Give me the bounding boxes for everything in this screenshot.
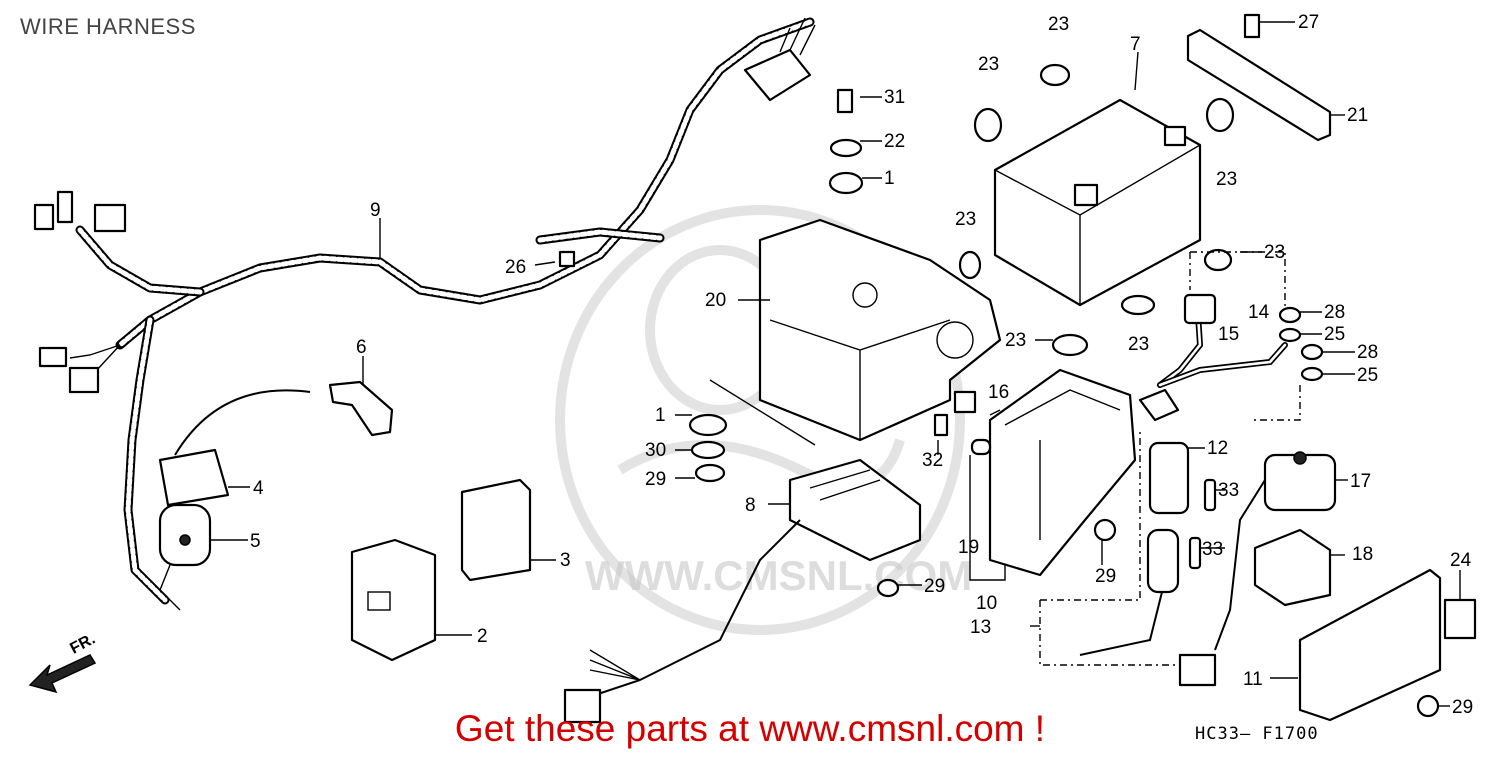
label-27: 27 — [1298, 12, 1319, 33]
label-19: 19 — [958, 537, 979, 558]
regulator-rectifier-8 — [563, 458, 922, 724]
label-16: 16 — [988, 382, 1009, 403]
label-23-mid: 23 — [1264, 242, 1285, 263]
label-3: 3 — [560, 550, 571, 571]
label-2: 2 — [477, 626, 488, 647]
promo-banner: Get these parts at www.cmsnl.com ! — [454, 708, 1046, 749]
bracket-21 — [1186, 28, 1332, 142]
watermark-text: WWW.CMSNL.COM — [585, 552, 972, 599]
cover-11 — [1298, 568, 1442, 722]
label-6: 6 — [356, 337, 367, 358]
fuse-holder-12 — [1079, 441, 1190, 656]
label-26: 26 — [505, 257, 526, 278]
label-28-top: 28 — [1324, 302, 1345, 323]
label-21: 21 — [1347, 105, 1368, 126]
label-33-top: 33 — [1218, 480, 1239, 501]
relay-cover-18 — [1253, 528, 1332, 607]
label-14: 14 — [1248, 302, 1270, 323]
label-5: 5 — [250, 531, 261, 552]
label-24: 24 — [1450, 550, 1472, 571]
wire-harness — [69, 17, 815, 605]
label-23-left: 23 — [978, 54, 999, 75]
label-31: 31 — [884, 87, 905, 108]
label-12: 12 — [1207, 438, 1228, 459]
label-17: 17 — [1350, 471, 1371, 492]
label-32: 32 — [922, 450, 943, 471]
starter-motor — [158, 503, 212, 611]
label-22: 22 — [884, 131, 905, 152]
front-arrow-label: FR. — [67, 631, 98, 658]
front-arrow: FR. — [28, 631, 98, 694]
leader-lines — [210, 21, 1461, 707]
label-20: 20 — [705, 290, 726, 311]
label-25-bottom: 25 — [1357, 365, 1378, 386]
battery-cables — [1138, 293, 1288, 422]
fuse-33 — [1188, 478, 1217, 570]
harness-connectors-left — [33, 190, 127, 394]
label-29-right: 29 — [1452, 697, 1473, 718]
label-23-tray: 23 — [955, 209, 976, 230]
spark-plug-cap — [328, 380, 394, 437]
diagram-code: HC33– F1700 — [1195, 724, 1319, 744]
label-24 — [1443, 598, 1477, 640]
label-11: 11 — [1243, 669, 1263, 690]
label-33-bottom: 33 — [1202, 539, 1223, 560]
label-23-right: 23 — [1216, 169, 1237, 190]
label-18: 18 — [1352, 544, 1373, 565]
label-23-top: 23 — [1048, 14, 1069, 35]
label-9: 9 — [370, 200, 381, 221]
starter-relay-17 — [1178, 451, 1337, 687]
watermark-logo: WWW.CMSNL.COM — [555, 205, 972, 635]
label-29-left: 29 — [645, 469, 666, 490]
label-23-washer: 23 — [1005, 330, 1026, 351]
label-28-bottom: 28 — [1357, 342, 1378, 363]
label-23-lower: 23 — [1128, 334, 1149, 355]
label-15: 15 — [1218, 324, 1239, 345]
label-29-case: 29 — [1095, 566, 1116, 587]
label-8: 8 — [745, 495, 756, 516]
label-1-mid: 1 — [655, 405, 666, 426]
label-30: 30 — [645, 440, 666, 461]
cover-2 — [350, 538, 437, 662]
label-29-reg: 29 — [924, 576, 945, 597]
label-13: 13 — [970, 617, 991, 638]
battery-7 — [993, 98, 1202, 307]
label-4: 4 — [253, 478, 264, 499]
battery-tray-20 — [758, 218, 1002, 442]
label-10: 10 — [976, 593, 997, 614]
small-parts — [558, 13, 1440, 718]
label-1-top: 1 — [884, 168, 895, 189]
cdi-unit-3 — [460, 478, 532, 582]
harness-connector-top — [743, 17, 816, 102]
part-labels: 31 22 1 23 23 7 27 21 23 23 23 9 26 20 2… — [250, 12, 1473, 718]
starter-relay — [158, 389, 311, 507]
page-title: WIRE HARNESS — [20, 14, 196, 39]
battery-case-10 — [988, 368, 1137, 577]
label-7: 7 — [1130, 34, 1141, 55]
label-25-top: 25 — [1324, 324, 1345, 345]
